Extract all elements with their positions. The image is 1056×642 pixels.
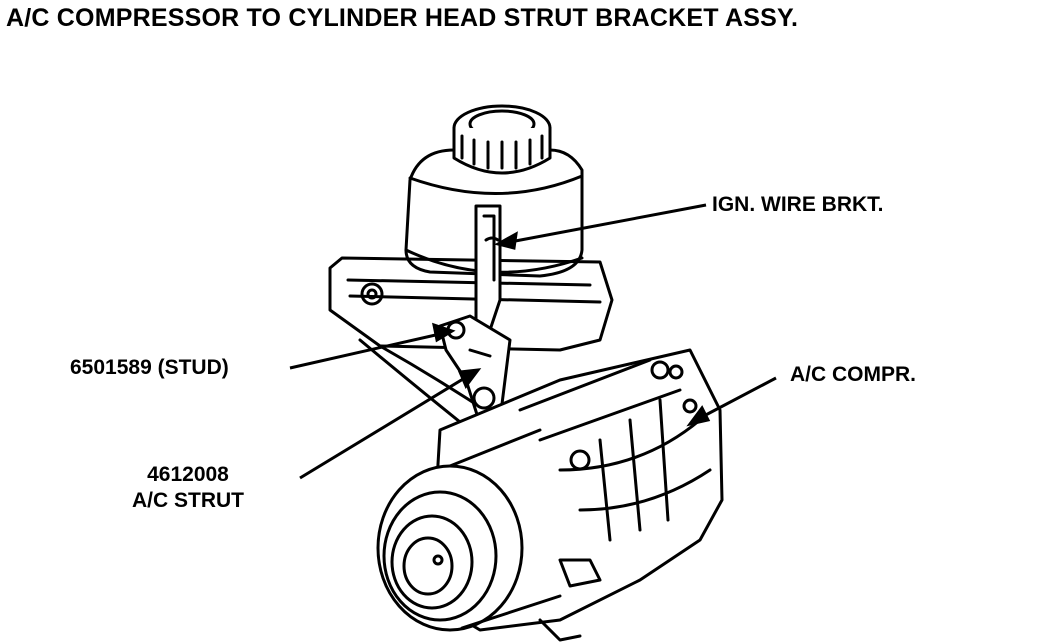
leader-stud: [289, 322, 456, 370]
ign-wire-bracket: [474, 204, 502, 332]
pulley: [376, 428, 562, 632]
leader-ign-wire: [493, 203, 707, 250]
stud-label: 6501589 (STUD): [70, 356, 229, 379]
strut-name: A/C STRUT: [132, 489, 244, 512]
strut-part-number: 4612008: [147, 463, 229, 486]
leader-compr: [686, 376, 777, 427]
reservoir-cap: [452, 104, 552, 175]
ign-wire-bracket-label: IGN. WIRE BRKT.: [712, 193, 884, 216]
leader-strut: [299, 368, 482, 480]
diagram-title: A/C COMPRESSOR TO CYLINDER HEAD STRUT BR…: [6, 4, 799, 32]
compressor-label: A/C COMPR.: [790, 363, 916, 386]
strut-label: 4612008 A/C STRUT: [132, 462, 244, 514]
